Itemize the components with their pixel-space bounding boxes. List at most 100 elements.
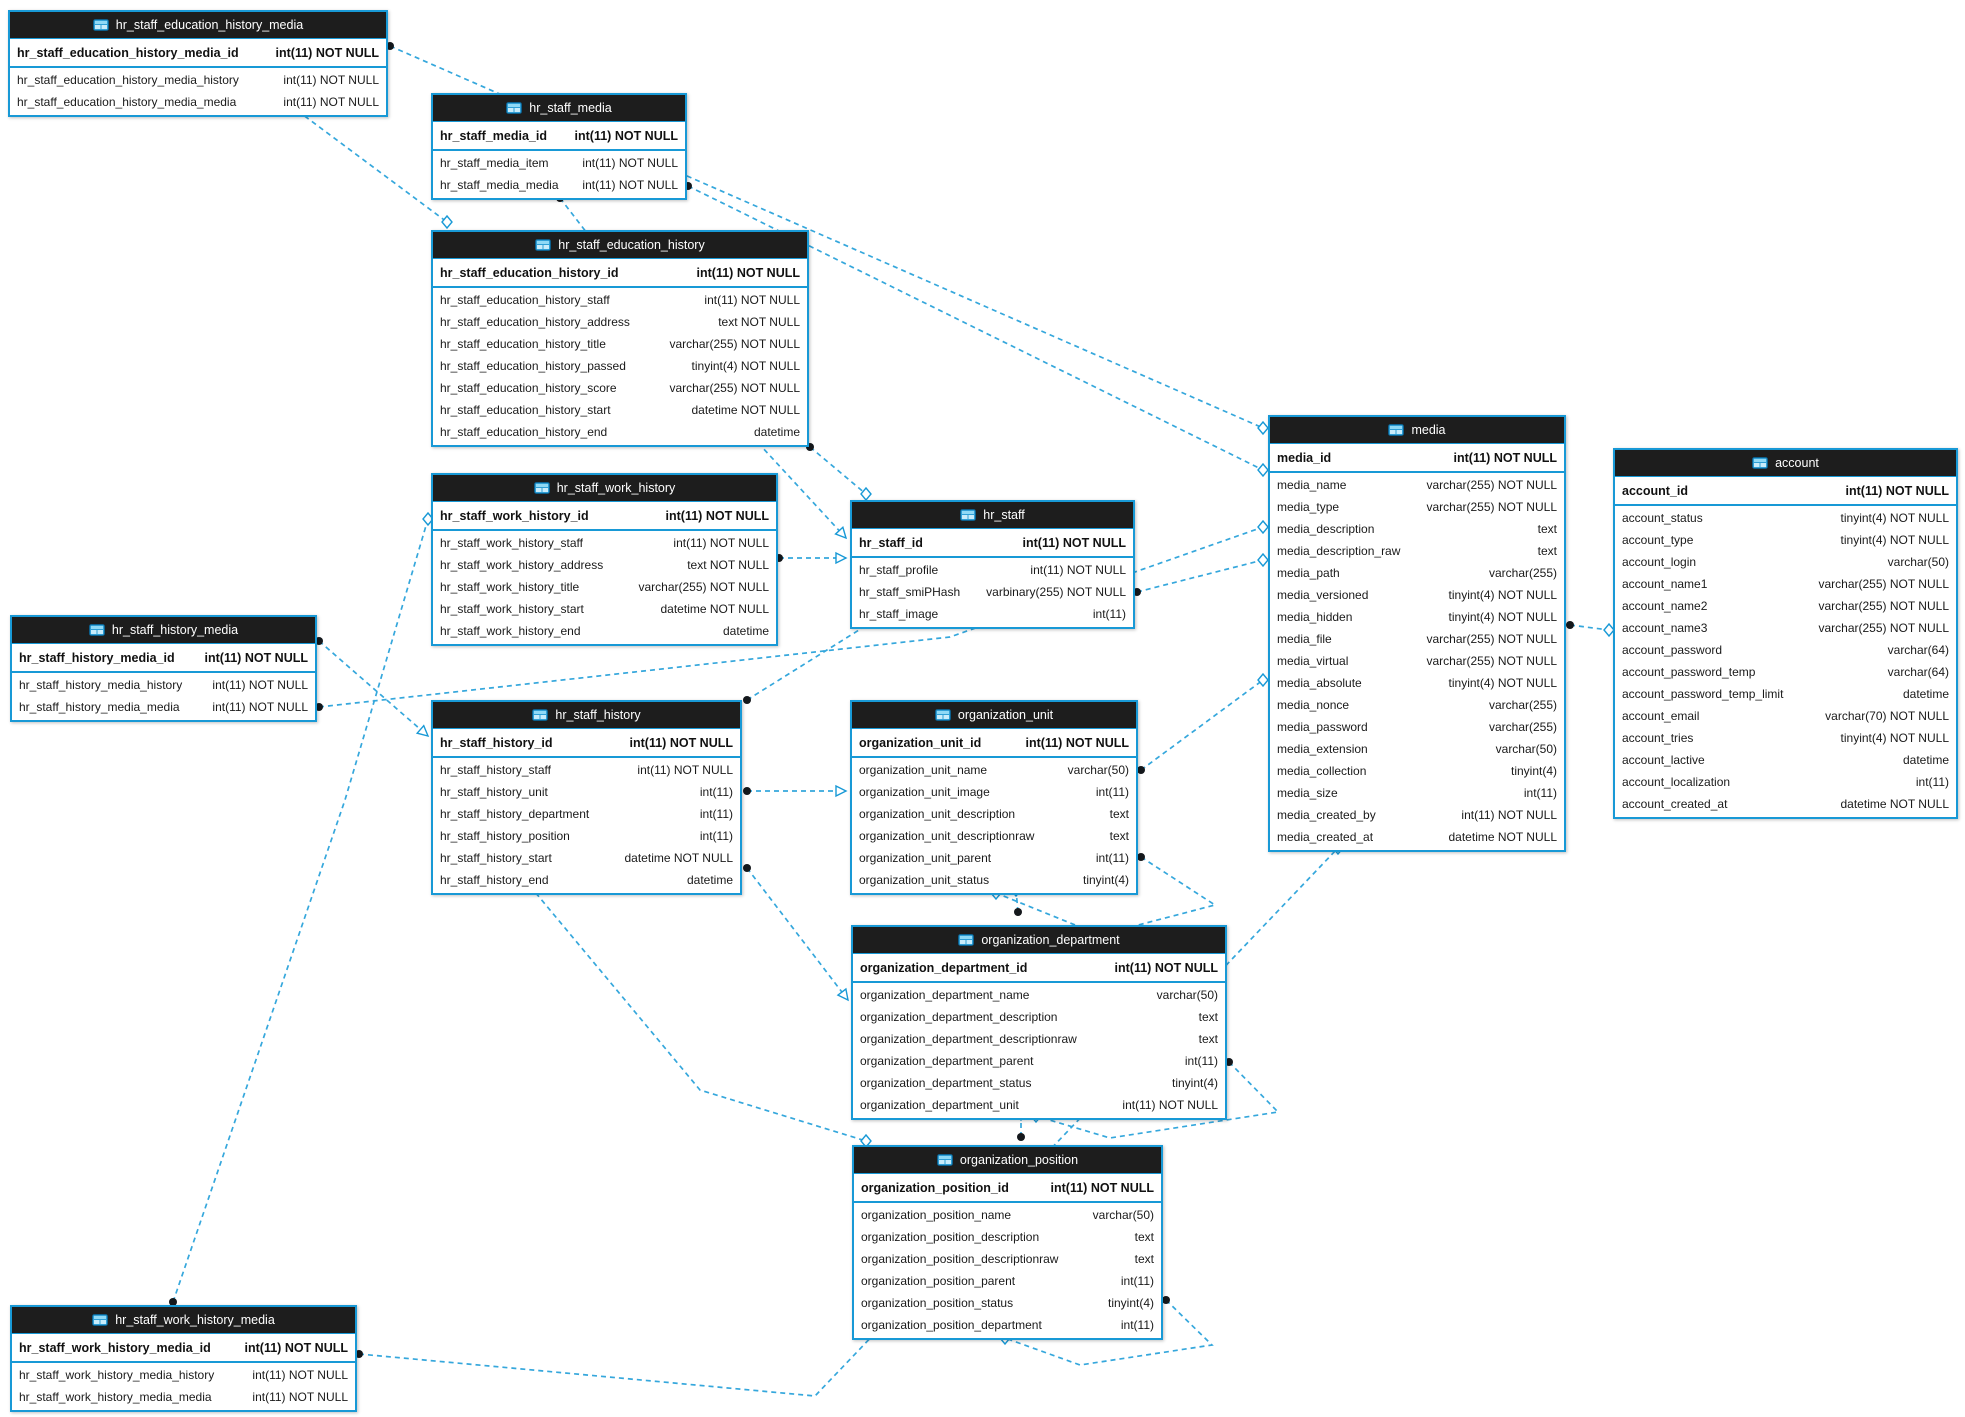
table-fields: hr_staff_education_history_media_history… [10, 68, 386, 115]
table-organization_unit[interactable]: organization_unit organization_unit_id i… [850, 700, 1138, 895]
field-name: hr_staff_education_history_passed [440, 359, 626, 373]
table-fields: hr_staff_history_media_history int(11) N… [12, 673, 315, 720]
field-type: varchar(50) [1156, 988, 1218, 1002]
pk-field-name: hr_staff_history_id [440, 735, 553, 750]
table-header[interactable]: organization_department [853, 927, 1225, 954]
table-header[interactable]: organization_unit [852, 702, 1136, 729]
field-row: hr_staff_history_media_history int(11) N… [12, 674, 315, 696]
relationship-hr_staff_education_history_media-media[interactable] [386, 42, 1269, 436]
table-hr_staff_education_history[interactable]: hr_staff_education_history hr_staff_educ… [431, 230, 809, 447]
field-row: account_name1 varchar(255) NOT NULL [1615, 573, 1956, 595]
table-header[interactable]: hr_staff_education_history [433, 232, 807, 259]
table-organization_position[interactable]: organization_position organization_posit… [852, 1145, 1163, 1340]
table-header[interactable]: hr_staff_history [433, 702, 740, 729]
table-icon [936, 1154, 953, 1166]
field-type: datetime NOT NULL [660, 602, 770, 616]
field-type: varchar(255) [1488, 566, 1557, 580]
relationship-hr_staff_history-organization_position[interactable] [526, 882, 872, 1149]
field-type: int(11) NOT NULL [212, 678, 308, 692]
table-hr_staff_history_media[interactable]: hr_staff_history_media hr_staff_history_… [10, 615, 317, 722]
field-type: tinyint(4) [1510, 764, 1557, 778]
pk-field-name: organization_position_id [861, 1180, 1009, 1195]
field-type: text [1109, 829, 1129, 843]
relationship-hr_staff_history_media-hr_staff_history[interactable] [315, 637, 431, 740]
field-row: hr_staff_work_history_end datetime [433, 620, 776, 642]
table-fields: hr_staff_work_history_staff int(11) NOT … [433, 531, 776, 644]
table-hr_staff_work_history_media[interactable]: hr_staff_work_history_media hr_staff_wor… [10, 1305, 357, 1412]
field-type: int(11) [1120, 1318, 1154, 1332]
table-hr_staff[interactable]: hr_staff hr_staff_id int(11) NOT NULL hr… [850, 500, 1135, 629]
table-header[interactable]: hr_staff [852, 502, 1133, 529]
field-row: organization_position_description text [854, 1226, 1161, 1248]
field-name: media_virtual [1277, 654, 1349, 668]
field-type: tinyint(4) NOT NULL [1840, 731, 1949, 745]
field-row: organization_unit_descriptionraw text [852, 825, 1136, 847]
field-row: hr_staff_education_history_start datetim… [433, 399, 807, 421]
field-name: media_type [1277, 500, 1340, 514]
table-header[interactable]: organization_position [854, 1147, 1161, 1174]
table-title: hr_staff_work_history_media [115, 1313, 275, 1327]
field-name: organization_position_name [861, 1208, 1012, 1222]
relationship-hr_staff_history_media-media[interactable] [315, 519, 1269, 711]
table-header[interactable]: hr_staff_education_history_media [10, 12, 386, 39]
field-row: account_password varchar(64) [1615, 639, 1956, 661]
field-name: media_created_by [1277, 808, 1376, 822]
pk-field-row: hr_staff_history_id int(11) NOT NULL [433, 729, 740, 758]
table-header[interactable]: hr_staff_work_history [433, 475, 776, 502]
relationship-hr_staff_education_history-hr_staff[interactable] [806, 443, 872, 502]
field-row: media_hidden tinyint(4) NOT NULL [1270, 606, 1564, 628]
field-row: hr_staff_history_unit int(11) [433, 781, 740, 803]
relationship-media-account[interactable] [1566, 621, 1615, 638]
table-header[interactable]: account [1615, 450, 1956, 477]
field-type: tinyint(4) NOT NULL [1448, 676, 1557, 690]
relationship-hr_staff_history-organization_unit[interactable] [743, 784, 848, 798]
field-row: media_virtual varchar(255) NOT NULL [1270, 650, 1564, 672]
table-title: hr_staff_history_media [111, 623, 239, 637]
table-header[interactable]: hr_staff_work_history_media [12, 1307, 355, 1334]
table-fields: organization_position_name varchar(50) o… [854, 1203, 1161, 1338]
table-organization_department[interactable]: organization_department organization_dep… [851, 925, 1227, 1120]
field-type: int(11) [1092, 607, 1126, 621]
table-fields: hr_staff_profile int(11) NOT NULL hr_sta… [852, 558, 1133, 627]
relationship-hr_staff-media[interactable] [1133, 552, 1269, 596]
pk-field-row: hr_staff_history_media_id int(11) NOT NU… [12, 644, 315, 673]
table-header[interactable]: hr_staff_media [433, 95, 685, 122]
relationship-hr_staff_history-organization_department[interactable] [743, 864, 852, 1003]
field-row: hr_staff_education_history_media_history… [10, 69, 386, 91]
table-header[interactable]: media [1270, 417, 1564, 444]
table-media[interactable]: media media_id int(11) NOT NULL media_na… [1268, 415, 1566, 852]
relationship-hr_staff_work_history-hr_staff[interactable] [775, 551, 848, 565]
table-header[interactable]: hr_staff_history_media [12, 617, 315, 644]
table-icon [532, 709, 549, 721]
field-row: account_name3 varchar(255) NOT NULL [1615, 617, 1956, 639]
field-type: varchar(255) NOT NULL [1818, 599, 1950, 613]
table-account[interactable]: account account_id int(11) NOT NULL acco… [1613, 448, 1958, 819]
table-icon [92, 19, 109, 31]
field-row: account_localization int(11) [1615, 771, 1956, 793]
field-name: hr_staff_work_history_title [440, 580, 580, 594]
field-row: hr_staff_education_history_staff int(11)… [433, 289, 807, 311]
pk-field-row: hr_staff_education_history_id int(11) NO… [433, 259, 807, 288]
field-row: organization_department_name varchar(50) [853, 984, 1225, 1006]
field-type: text [1134, 1252, 1154, 1266]
relationship-organization_unit-media[interactable] [1137, 672, 1269, 774]
pk-field-row: organization_unit_id int(11) NOT NULL [852, 729, 1136, 758]
field-row: account_login varchar(50) [1615, 551, 1956, 573]
pk-field-type: int(11) NOT NULL [1114, 960, 1218, 975]
field-type: varchar(255) NOT NULL [1426, 632, 1558, 646]
field-type: int(11) NOT NULL [1122, 1098, 1218, 1112]
table-hr_staff_work_history[interactable]: hr_staff_work_history hr_staff_work_hist… [431, 473, 778, 646]
pk-field-type: int(11) NOT NULL [665, 508, 769, 523]
table-fields: hr_staff_media_item int(11) NOT NULL hr_… [433, 151, 685, 198]
table-fields: hr_staff_education_history_staff int(11)… [433, 288, 807, 445]
table-fields: account_status tinyint(4) NOT NULL accou… [1615, 506, 1956, 817]
table-hr_staff_history[interactable]: hr_staff_history hr_staff_history_id int… [431, 700, 742, 895]
field-row: hr_staff_history_end datetime [433, 869, 740, 891]
field-type: int(11) NOT NULL [704, 293, 800, 307]
table-hr_staff_education_history_media[interactable]: hr_staff_education_history_media hr_staf… [8, 10, 388, 117]
field-row: media_name varchar(255) NOT NULL [1270, 474, 1564, 496]
field-name: hr_staff_history_start [440, 851, 552, 865]
table-hr_staff_media[interactable]: hr_staff_media hr_staff_media_id int(11)… [431, 93, 687, 200]
field-name: hr_staff_education_history_end [440, 425, 608, 439]
